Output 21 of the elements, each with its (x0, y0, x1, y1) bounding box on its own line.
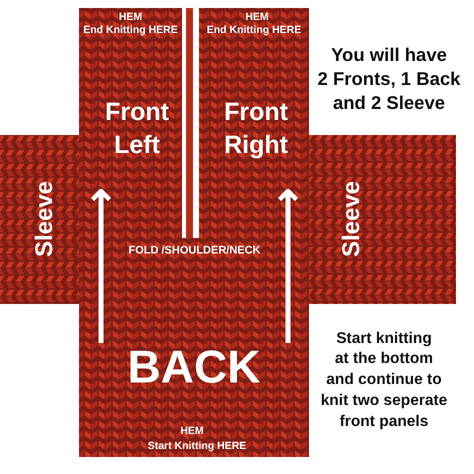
instruction-label: End Knitting HERE (83, 23, 178, 36)
panel-title: Front Right (224, 97, 288, 161)
sleeve-panel (309, 135, 456, 304)
back-panel (79, 238, 309, 457)
panel-title: Sleeve (33, 180, 57, 258)
note-text: You will have 2 Fronts, 1 Back and 2 Sleeve (318, 43, 460, 115)
panel-title: Sleeve (340, 180, 364, 258)
arrow (277, 188, 299, 343)
panel-title: BACK (128, 340, 260, 394)
instruction-label: Start Knitting HERE (148, 440, 246, 452)
panel-title: Front Left (105, 97, 169, 161)
instruction-label: End Knitting HERE (206, 23, 302, 36)
note-text: Start knitting at the bottom and continue to knit two seperate front panels (320, 328, 448, 432)
arrow (90, 188, 112, 343)
front-panel (79, 8, 182, 238)
sleeve-panel (0, 135, 79, 304)
hem-label: HEM (118, 10, 142, 23)
front-panel (199, 8, 309, 238)
hem-label: HEM (180, 424, 204, 438)
hem-label: HEM (245, 10, 269, 23)
fold-label: FOLD /SHOULDER/NECK (128, 244, 260, 258)
